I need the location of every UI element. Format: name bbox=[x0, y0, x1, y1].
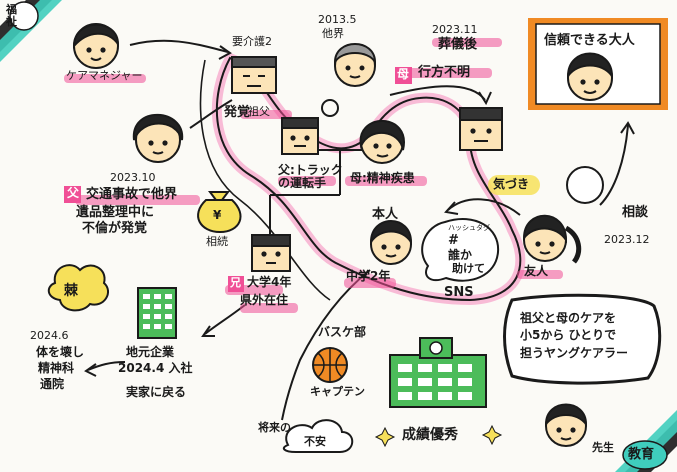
noticed-label: 気づき bbox=[493, 177, 530, 191]
consultation-date: 2023.12 bbox=[604, 233, 650, 246]
mother-label: 母:精神疾患 bbox=[350, 171, 415, 185]
basketball-icon bbox=[312, 347, 348, 383]
grandmother-face bbox=[333, 43, 377, 87]
faces bbox=[72, 23, 614, 447]
father-face bbox=[281, 117, 319, 155]
friend-label: 友人 bbox=[524, 264, 549, 278]
mother-tag: 母 bbox=[397, 67, 410, 81]
mother-event-text: 葬儀後 bbox=[438, 37, 478, 52]
pink-highlighters bbox=[64, 28, 608, 313]
noticed-highlight bbox=[488, 175, 540, 195]
grades-label: 成績優秀 bbox=[402, 427, 458, 443]
future-line2: 不安 bbox=[304, 435, 326, 448]
sns-line1: 誰か bbox=[448, 248, 473, 262]
accident-date: 2023.10 bbox=[110, 171, 156, 184]
basketball-line2: キャプテン bbox=[310, 385, 365, 398]
accident-line3: 不倫が発覚 bbox=[82, 221, 148, 236]
teacher-face bbox=[544, 403, 588, 447]
mother-status: 行方不明 bbox=[418, 65, 471, 80]
company-building-icon bbox=[137, 287, 177, 339]
brother-line2: 県外在住 bbox=[240, 293, 289, 307]
money-bag-icon bbox=[197, 191, 242, 234]
company-line1: 地元企業 bbox=[126, 345, 175, 359]
inheritance-bag-text: ¥ bbox=[213, 208, 222, 222]
accident-line1: 交通事故で他界 bbox=[86, 187, 178, 202]
care-loop bbox=[215, 56, 522, 302]
mother-event-date: 2023.11 bbox=[432, 23, 478, 36]
illness-badge-text: 棘 bbox=[64, 283, 78, 299]
sns-label: SNS bbox=[444, 285, 474, 300]
trusted-adult-face bbox=[566, 52, 614, 101]
trusted-adult-label: 信頼できる大人 bbox=[544, 33, 635, 48]
accident-face bbox=[132, 113, 184, 163]
illness-line1: 体を壊し bbox=[36, 345, 85, 359]
brother-line1: 大学4年 bbox=[247, 275, 292, 289]
care-manager-face bbox=[72, 23, 120, 69]
teacher-label: 先生 bbox=[592, 441, 614, 454]
self-label: 本人 bbox=[372, 207, 399, 222]
inner-loop bbox=[199, 59, 331, 301]
grandfather-care-level: 要介護2 bbox=[232, 35, 272, 48]
brother-tag: 兄 bbox=[230, 276, 241, 289]
situation-note: 祖父と母のケアを 小5から ひとりで 担うヤングケアラー bbox=[520, 311, 629, 360]
self-face bbox=[369, 220, 413, 265]
consultation-label: 相談 bbox=[622, 205, 649, 220]
future-line1: 将来の bbox=[258, 421, 291, 434]
illness-date: 2024.6 bbox=[30, 329, 69, 342]
sparkles bbox=[374, 424, 503, 448]
accident-line2: 遺品整理中に bbox=[76, 205, 155, 220]
inheritance-label: 相続 bbox=[206, 235, 228, 248]
welfare-badge-text: 福 祉 bbox=[6, 3, 17, 29]
sns-bubble bbox=[421, 217, 500, 282]
illness-badge bbox=[47, 264, 109, 312]
grandmother-event: 他界 bbox=[322, 27, 344, 40]
illness-line3: 通院 bbox=[40, 377, 65, 391]
tags bbox=[64, 67, 412, 292]
missing-face bbox=[459, 107, 503, 151]
brother-face bbox=[251, 234, 291, 272]
mother-face bbox=[359, 120, 405, 164]
loop-knot bbox=[321, 99, 339, 117]
grandfather-label: 祖父 bbox=[248, 105, 270, 118]
grandfather-face bbox=[231, 56, 277, 94]
future-cloud bbox=[282, 419, 354, 453]
friend-speech-bubble bbox=[566, 166, 604, 204]
education-badge bbox=[622, 440, 668, 470]
welfare-badge bbox=[9, 1, 39, 31]
accident-tag: 父 bbox=[67, 186, 80, 200]
school-building-icon bbox=[389, 337, 487, 408]
self-grade: 中学2年 bbox=[346, 269, 391, 283]
company-line2: 2024.4 入社 bbox=[118, 361, 193, 375]
sns-line2: 助けて bbox=[452, 262, 485, 275]
basketball-line1: バスケ部 bbox=[318, 325, 367, 339]
education-badge-text: 教育 bbox=[628, 447, 655, 462]
father-label: 父:トラックの運転手 bbox=[278, 163, 343, 191]
company-line3: 実家に戻る bbox=[126, 385, 187, 399]
situation-box bbox=[503, 293, 662, 385]
sns-hash: # bbox=[448, 233, 459, 248]
friend-face bbox=[522, 214, 582, 264]
care-manager-label: ケアマネジャー bbox=[66, 69, 143, 82]
discovered-label: 発覚 bbox=[224, 105, 251, 120]
grandmother-date: 2013.5 bbox=[318, 13, 357, 26]
illness-line2: 精神科 bbox=[38, 361, 75, 375]
sns-header: ハッシュタグ bbox=[448, 224, 490, 232]
